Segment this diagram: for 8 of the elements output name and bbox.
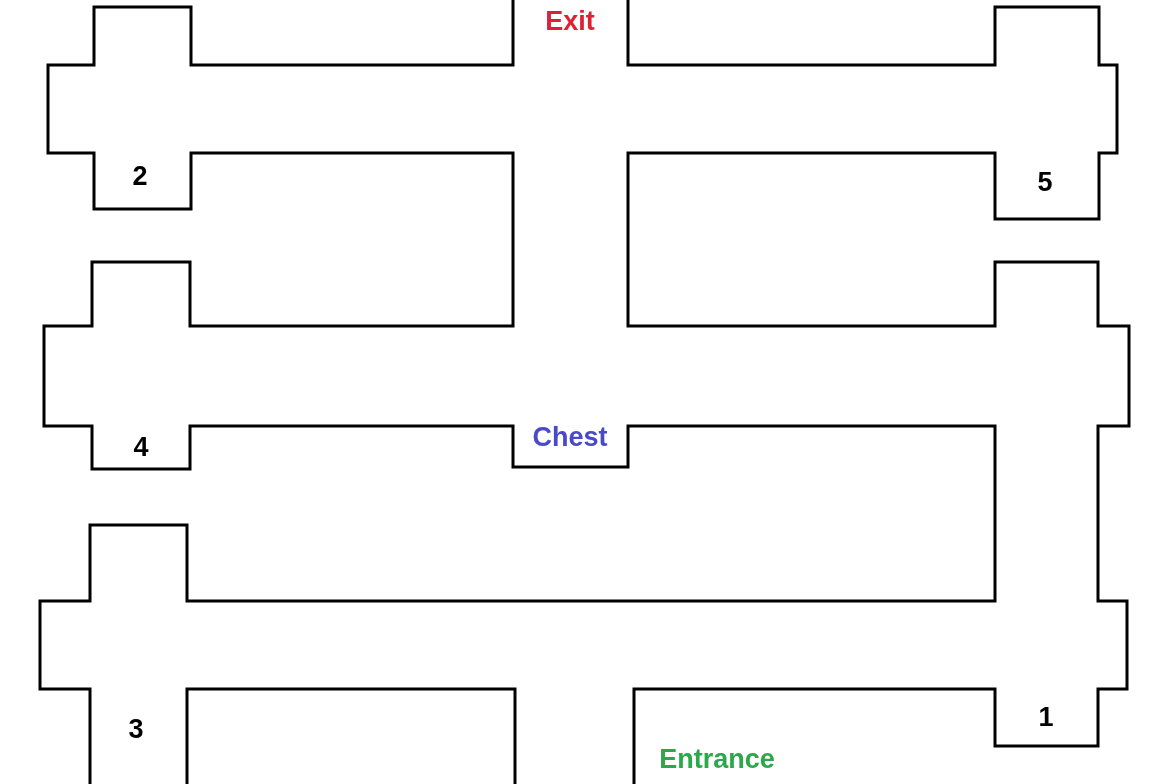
exit-label: Exit — [545, 7, 595, 35]
room-number: 4 — [133, 433, 149, 461]
room-number: 3 — [128, 715, 144, 743]
room-number: 2 — [132, 162, 148, 190]
room-number: 1 — [1038, 703, 1054, 731]
chest-label: Chest — [532, 423, 608, 451]
room-number: 5 — [1037, 168, 1053, 196]
entrance-label: Entrance — [659, 745, 775, 773]
